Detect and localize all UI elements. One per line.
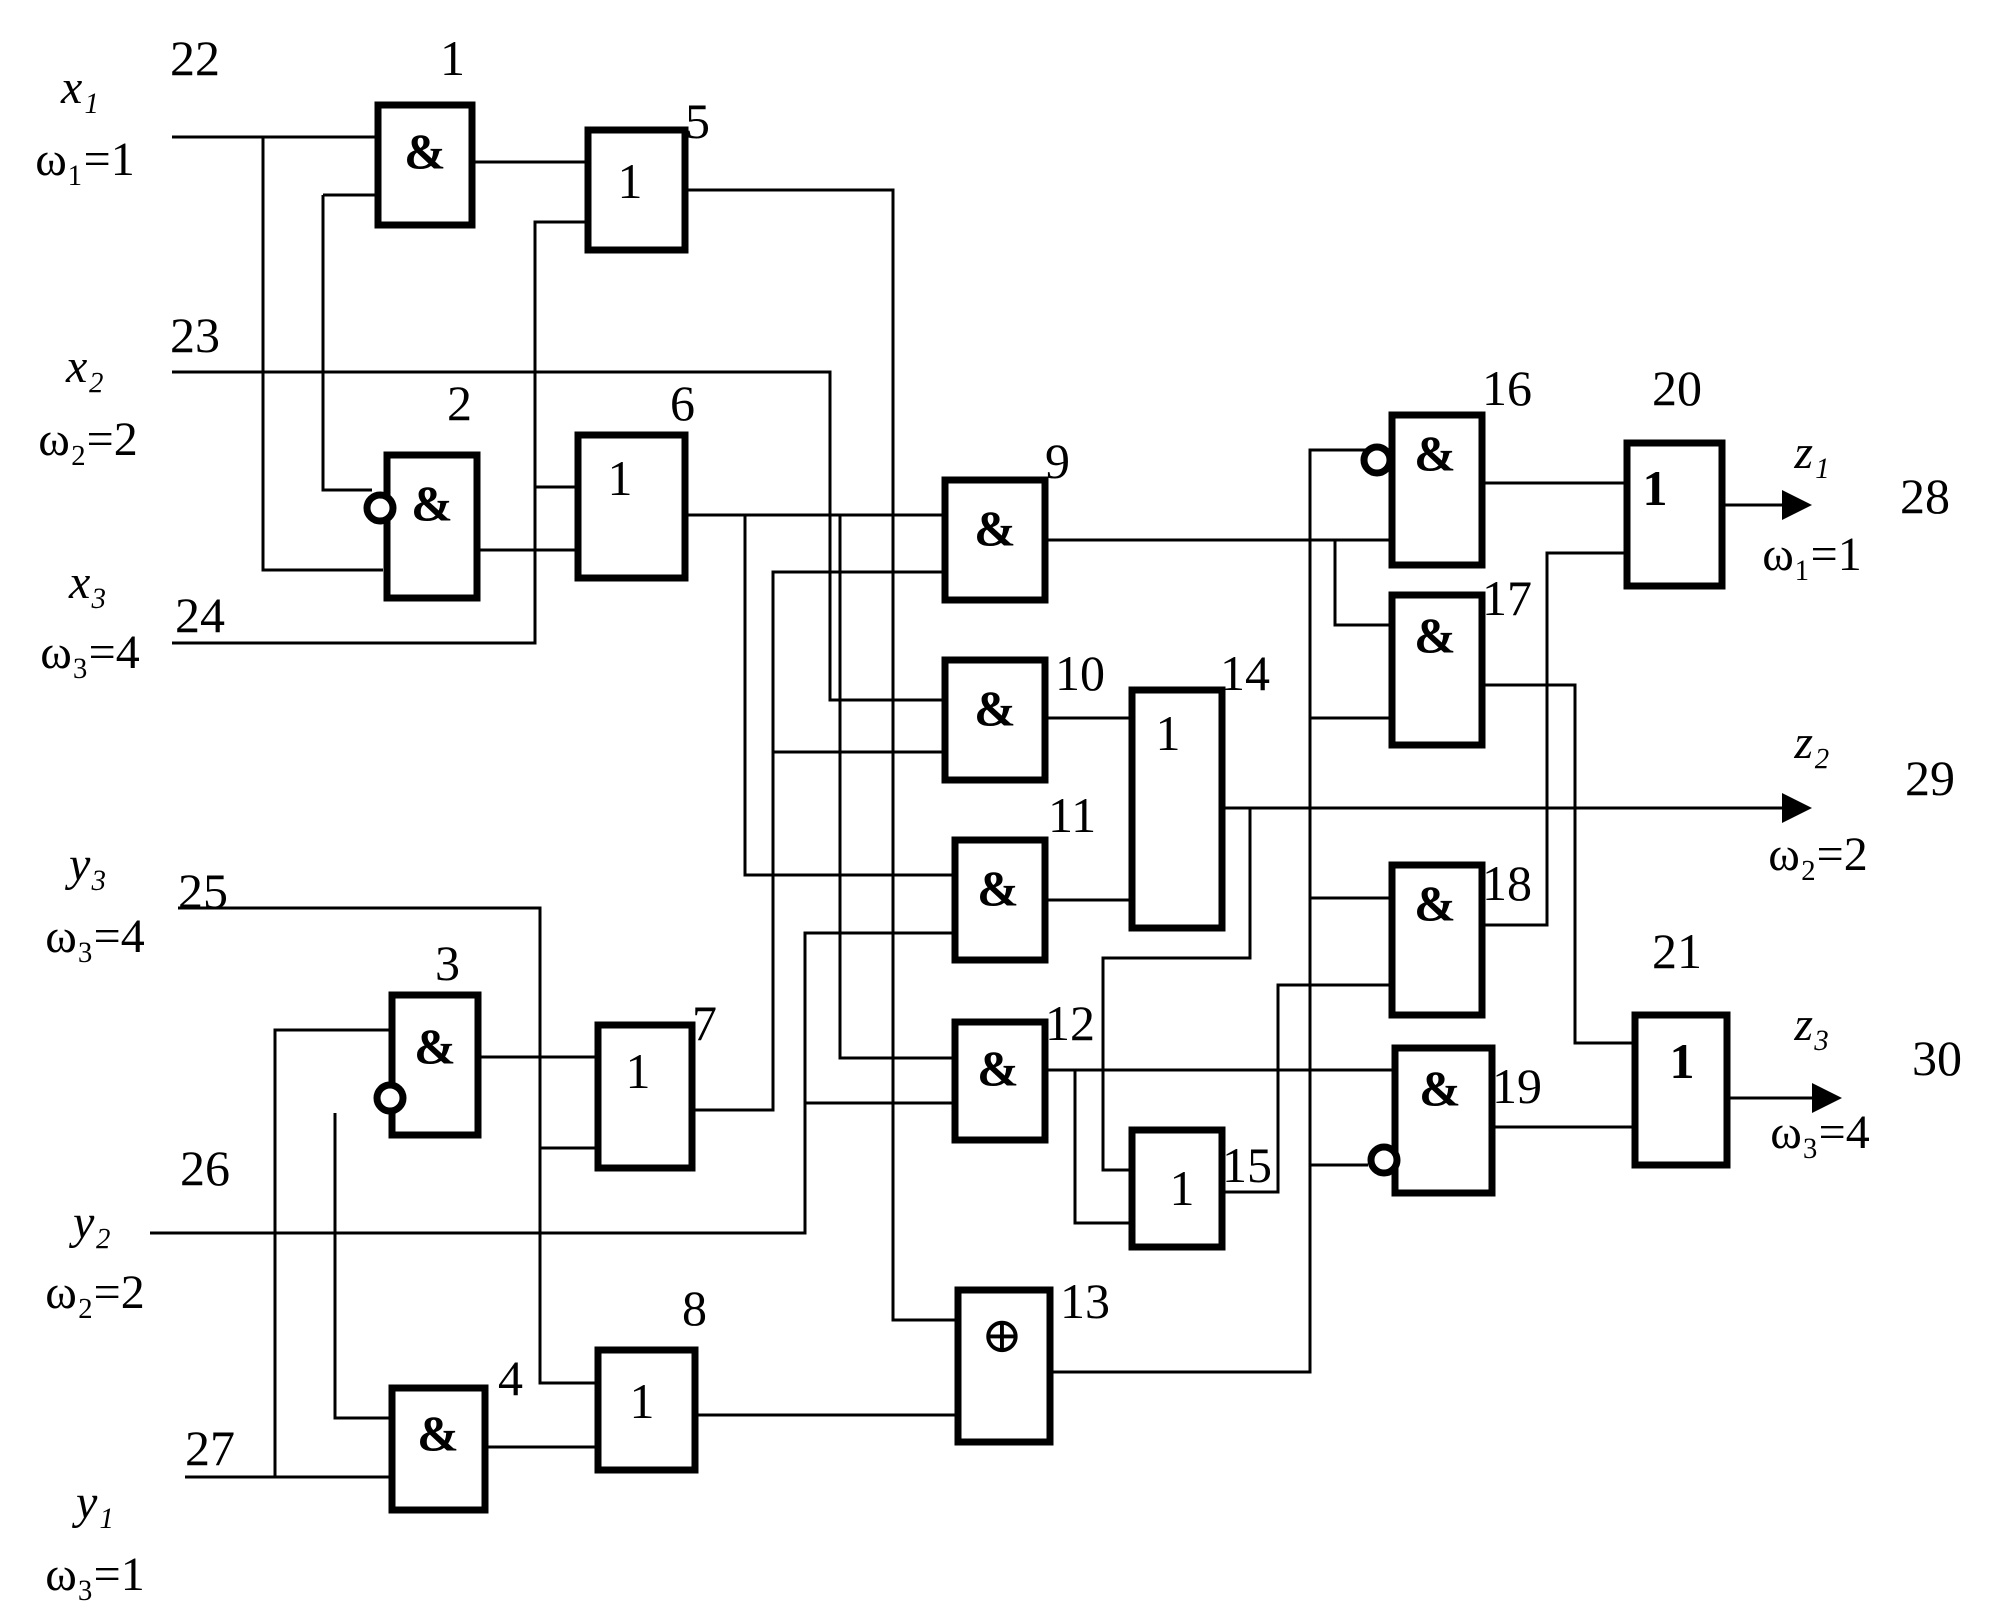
input-y3-weight: ω₃=4 [45, 910, 144, 963]
gate-symbol-1: & [404, 123, 446, 179]
gate-number-7: 7 [692, 995, 717, 1051]
gate-number-3: 3 [435, 935, 460, 991]
wire-y2 [150, 933, 958, 1233]
gate-20 [1627, 443, 1722, 586]
gate-number-5: 5 [685, 93, 710, 149]
output-z1-weight: ω₁=1 [1762, 528, 1861, 581]
output-z2-var: z₂ [1793, 716, 1829, 769]
gate-symbol-12: & [977, 1040, 1019, 1096]
input-y2-weight: ω₂=2 [45, 1266, 144, 1319]
output-z3-var: z₃ [1793, 998, 1829, 1051]
input-x1-var: x₁ [60, 61, 99, 114]
gate-symbol-13: ⊕ [981, 1307, 1023, 1363]
gate-symbol-10: & [974, 680, 1016, 736]
gate-symbol-7: 1 [626, 1043, 651, 1099]
gate-number-13: 13 [1060, 1273, 1110, 1329]
gate-number-20: 20 [1652, 360, 1702, 416]
wire-x2-tap-gate1 [323, 195, 372, 490]
wire-y2-g3 [335, 1113, 392, 1418]
gate-number-15: 15 [1222, 1137, 1272, 1193]
gate-symbol-9: & [974, 500, 1016, 556]
gate-number-16: 16 [1482, 360, 1532, 416]
gate-number-17: 17 [1482, 570, 1532, 626]
node-29: 29 [1905, 750, 1955, 806]
node-22: 22 [170, 30, 220, 86]
gate-symbol-5: 1 [618, 153, 643, 209]
node-30: 30 [1912, 1030, 1962, 1086]
gate-symbol-17: & [1414, 607, 1456, 663]
inverter-gate3 [377, 1085, 403, 1111]
gate-number-6: 6 [670, 375, 695, 431]
wire-g9-g17 [1335, 540, 1392, 625]
wire-g6-g11 [745, 515, 955, 875]
inverter-gate16 [1364, 447, 1390, 473]
arrow-z2 [1782, 793, 1812, 823]
gate-symbol-15: 1 [1170, 1160, 1195, 1216]
input-y2-var: y₂ [68, 1196, 111, 1249]
gate-symbol-8: 1 [630, 1373, 655, 1429]
node-24: 24 [175, 587, 225, 643]
wire-g7-out [692, 572, 945, 1110]
inverter-gate19 [1371, 1147, 1397, 1173]
gate-symbol-19: & [1419, 1060, 1461, 1116]
wires [150, 137, 1812, 1477]
input-y1-weight: ω₃=1 [45, 1548, 144, 1601]
gate-number-12: 12 [1045, 995, 1095, 1051]
input-x2-weight: ω₂=2 [38, 413, 137, 466]
input-x2-var: x₂ [65, 340, 104, 393]
input-x3-var: x₃ [68, 556, 107, 609]
wire-x3 [172, 222, 588, 643]
gate-symbol-16: & [1414, 425, 1456, 481]
gate-symbol-3: & [414, 1018, 456, 1074]
gate-symbol-14: 1 [1156, 705, 1181, 761]
gate-number-8: 8 [682, 1280, 707, 1336]
gate-symbol-11: & [977, 860, 1019, 916]
arrow-z1 [1782, 490, 1812, 520]
input-labels: x₁ ω₁=1 22 x₂ ω₂=2 23 x₃ ω₃=4 24 y₃ ω₃=4… [35, 30, 235, 1601]
gate-number-10: 10 [1055, 645, 1105, 701]
inverter-gate2 [367, 495, 393, 521]
gate-number-9: 9 [1045, 433, 1070, 489]
gate-symbol-18: & [1414, 875, 1456, 931]
node-28: 28 [1900, 468, 1950, 524]
gate-symbol-6: 1 [608, 450, 633, 506]
node-27: 27 [185, 1420, 235, 1476]
input-y1-var: y₁ [71, 1476, 114, 1529]
gate-number-19: 19 [1492, 1058, 1542, 1114]
wire-y3 [178, 908, 595, 1383]
gate-symbol-4: & [417, 1405, 459, 1461]
output-z2-weight: ω₂=2 [1768, 828, 1867, 881]
gate-number-21: 21 [1652, 923, 1702, 979]
gate-number-2: 2 [447, 375, 472, 431]
input-y3-var: y₃ [64, 838, 107, 891]
node-23: 23 [170, 307, 220, 363]
wire-g5-out [685, 190, 955, 1320]
gate-symbol-20: 1 [1643, 460, 1668, 516]
gate-number-14: 14 [1220, 645, 1270, 701]
gate-number-4: 4 [498, 1350, 523, 1406]
output-labels: z₁ ω₁=1 28 z₂ ω₂=2 29 z₃ ω₃=4 30 [1762, 426, 1962, 1159]
node-25: 25 [178, 863, 228, 919]
gate-symbol-21: 1 [1670, 1033, 1695, 1089]
output-z3-weight: ω₃=4 [1770, 1106, 1869, 1159]
input-x3-weight: ω₃=4 [40, 626, 139, 679]
input-x1-weight: ω₁=1 [35, 133, 134, 186]
wire-g6-g12 [840, 515, 955, 1058]
gate-number-11: 11 [1048, 787, 1096, 843]
node-26: 26 [180, 1140, 230, 1196]
gate-symbol-2: & [411, 475, 453, 531]
wire-x2 [172, 372, 945, 700]
gate-number-1: 1 [440, 30, 465, 86]
output-z1-var: z₁ [1793, 426, 1829, 479]
gate-number-18: 18 [1482, 855, 1532, 911]
